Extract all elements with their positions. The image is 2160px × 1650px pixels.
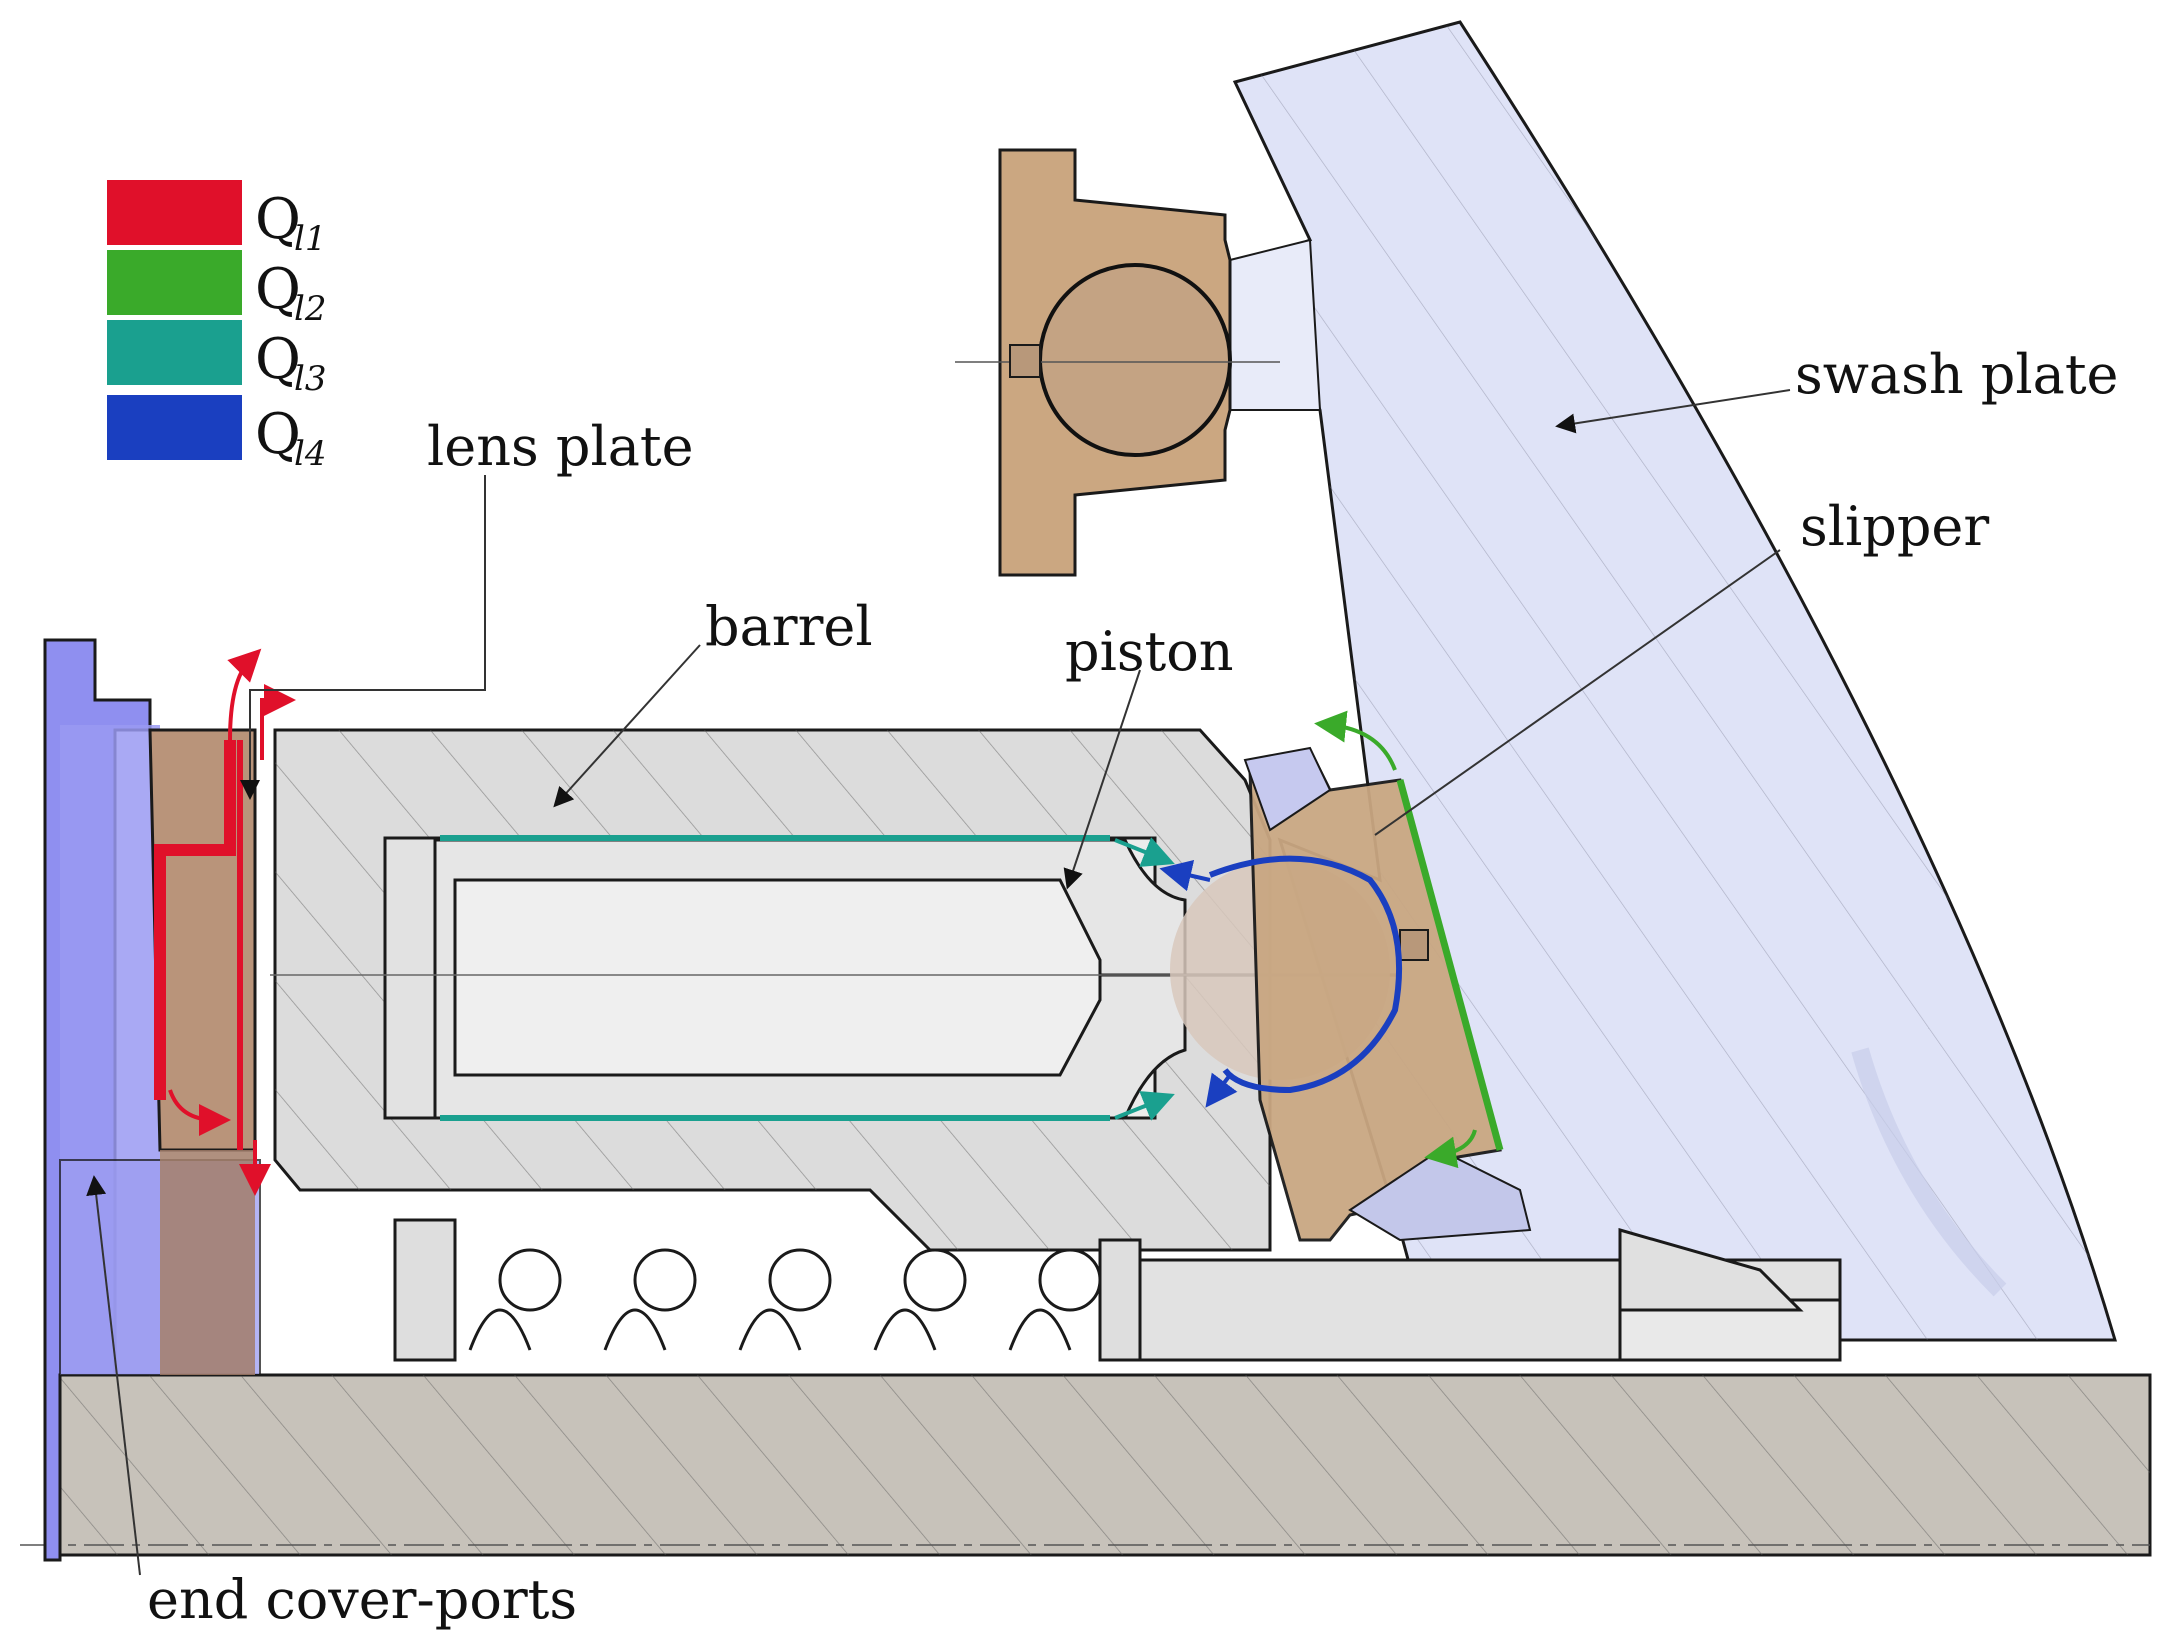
legend-swatch-q3 [107,320,242,385]
legend-item-q1: Q l1 [107,180,327,259]
label-slipper: slipper [1800,495,1989,558]
legend-sub-q3: l3 [294,359,327,399]
label-end-cover-ports: end cover-ports [147,1568,577,1631]
legend-symbol-q1: Q [255,187,301,252]
legend-symbol-q4: Q [255,402,301,467]
label-barrel: barrel [705,595,873,658]
leakage-q1-red [154,648,296,1196]
lower-slipper [1243,746,1532,1242]
legend-item-q4: Q l4 [107,395,327,474]
legend-sub-q4: l4 [294,434,327,474]
legend-sub-q2: l2 [294,289,327,329]
legend-symbol-q3: Q [255,327,301,392]
legend-swatch-q4 [107,395,242,460]
label-swash-plate: swash plate [1795,343,2118,406]
legend-swatch-q2 [107,250,242,315]
leader-lines [86,389,1791,1576]
piston [270,836,1400,1120]
legend-item-q2: Q l2 [107,250,327,329]
legend-symbol-q2: Q [255,257,301,322]
spring-assembly [393,1218,1842,1362]
legend: Q l1 Q l2 Q l3 Q l4 [107,180,327,474]
legend-swatch-q1 [107,180,242,245]
legend-sub-q1: l1 [294,219,327,259]
label-piston: piston [1065,620,1234,683]
leakage-q3-teal [440,835,1175,1121]
label-lens-plate: lens plate [427,415,694,478]
legend-item-q3: Q l3 [107,320,327,399]
leakage-q2-green [1314,710,1504,1169]
upper-slipper [955,148,1280,577]
leakage-q4-blue [1159,855,1403,1108]
housing-base [20,1373,2152,1557]
